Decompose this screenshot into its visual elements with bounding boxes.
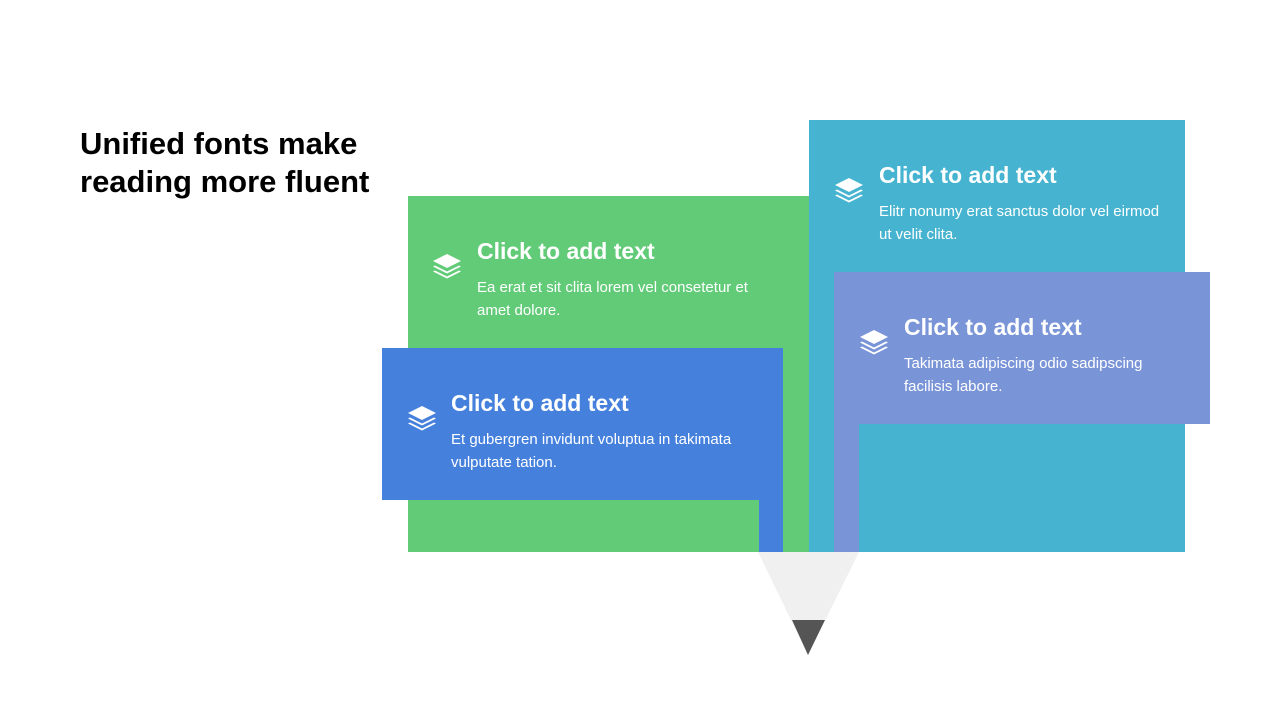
teal-card-title[interactable]: Click to add text	[879, 162, 1057, 188]
green-card-title[interactable]: Click to add text	[477, 238, 655, 264]
pencil-wood	[758, 552, 859, 655]
purple-block[interactable]	[834, 272, 1211, 552]
green-card-body[interactable]: Ea erat et sit clita lorem vel consetetu…	[477, 279, 748, 319]
teal-card-body[interactable]: Elitr nonumy erat sanctus dolor vel eirm…	[879, 203, 1160, 243]
layers-icon	[408, 406, 436, 431]
purple-block-shape	[834, 272, 1210, 552]
pencil-lead	[792, 620, 825, 655]
layers-icon	[835, 178, 863, 203]
layers-icon	[433, 254, 461, 279]
blue-card-title[interactable]: Click to add text	[451, 390, 629, 416]
purple-card-title[interactable]: Click to add text	[904, 314, 1082, 340]
slide-heading[interactable]: Unified fonts make reading more fluent	[80, 126, 370, 199]
layers-icon	[860, 330, 888, 355]
blue-block[interactable]	[382, 348, 784, 552]
blue-block-shape	[382, 348, 783, 552]
blue-card-body[interactable]: Et gubergren invidunt voluptua in takima…	[451, 431, 732, 471]
purple-card-body[interactable]: Takimata adipiscing odio sadipscing faci…	[904, 355, 1143, 395]
